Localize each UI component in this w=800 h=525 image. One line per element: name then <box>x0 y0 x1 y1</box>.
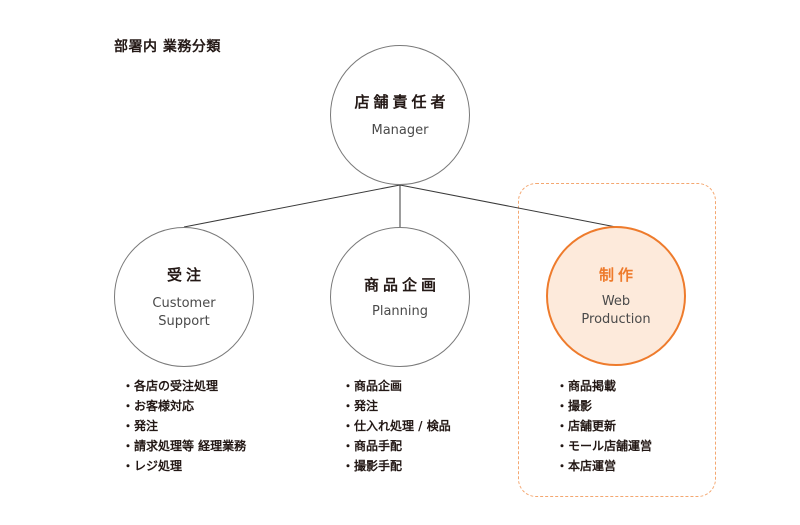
task-item: ・請求処理等 経理業務 <box>122 436 246 456</box>
task-item: ・発注 <box>342 396 451 416</box>
task-item: ・各店の受注処理 <box>122 376 246 396</box>
node-planning: 商品企画 Planning <box>330 227 470 367</box>
task-item: ・店舗更新 <box>556 416 652 436</box>
bullet-icon: ・ <box>556 379 569 393</box>
bullet-icon: ・ <box>556 419 569 433</box>
task-item: ・レジ処理 <box>122 456 246 476</box>
bullet-icon: ・ <box>122 399 135 413</box>
task-list-planning: ・商品企画 ・発注 ・仕入れ処理 / 検品 ・商品手配 ・撮影手配 <box>342 376 451 476</box>
node-customer-support: 受注 Customer Support <box>114 227 254 367</box>
node-web-production-title: 制作 <box>598 265 637 284</box>
bullet-icon: ・ <box>342 399 355 413</box>
bullet-icon: ・ <box>342 379 355 393</box>
bullet-icon: ・ <box>122 379 135 393</box>
bullet-icon: ・ <box>122 419 135 433</box>
connector-manager-web <box>399 184 617 228</box>
node-web-production-subtitle: Web Production <box>581 293 651 327</box>
node-manager: 店舗責任者 Manager <box>330 45 470 185</box>
bullet-icon: ・ <box>556 439 569 453</box>
task-item: ・モール店舗運営 <box>556 436 652 456</box>
task-item: ・商品企画 <box>342 376 451 396</box>
task-list-web-production: ・商品掲載 ・撮影 ・店舗更新 ・モール店舗運営 ・本店運営 <box>556 376 652 476</box>
bullet-icon: ・ <box>122 459 135 473</box>
page-title: 部署内 業務分類 <box>114 39 221 55</box>
task-item: ・仕入れ処理 / 検品 <box>342 416 451 436</box>
task-item: ・お客様対応 <box>122 396 246 416</box>
node-web-production: 制作 Web Production <box>546 226 686 366</box>
task-item: ・撮影手配 <box>342 456 451 476</box>
bullet-icon: ・ <box>556 459 569 473</box>
bullet-icon: ・ <box>122 439 135 453</box>
bullet-icon: ・ <box>342 459 355 473</box>
bullet-icon: ・ <box>556 399 569 413</box>
node-planning-subtitle: Planning <box>372 303 428 319</box>
task-list-customer-support: ・各店の受注処理 ・お客様対応 ・発注 ・請求処理等 経理業務 ・レジ処理 <box>122 376 246 476</box>
task-item: ・商品掲載 <box>556 376 652 396</box>
node-planning-title: 商品企画 <box>363 275 440 294</box>
node-manager-subtitle: Manager <box>371 122 429 138</box>
task-item: ・商品手配 <box>342 436 451 456</box>
node-manager-title: 店舗責任者 <box>354 92 450 111</box>
bullet-icon: ・ <box>342 419 355 433</box>
task-item: ・本店運営 <box>556 456 652 476</box>
node-customer-support-subtitle: Customer Support <box>152 295 216 329</box>
web-production-highlight-box <box>518 183 716 497</box>
task-item: ・発注 <box>122 416 246 436</box>
task-item: ・撮影 <box>556 396 652 416</box>
connector-manager-support <box>183 184 401 228</box>
node-customer-support-title: 受注 <box>166 265 205 284</box>
bullet-icon: ・ <box>342 439 355 453</box>
